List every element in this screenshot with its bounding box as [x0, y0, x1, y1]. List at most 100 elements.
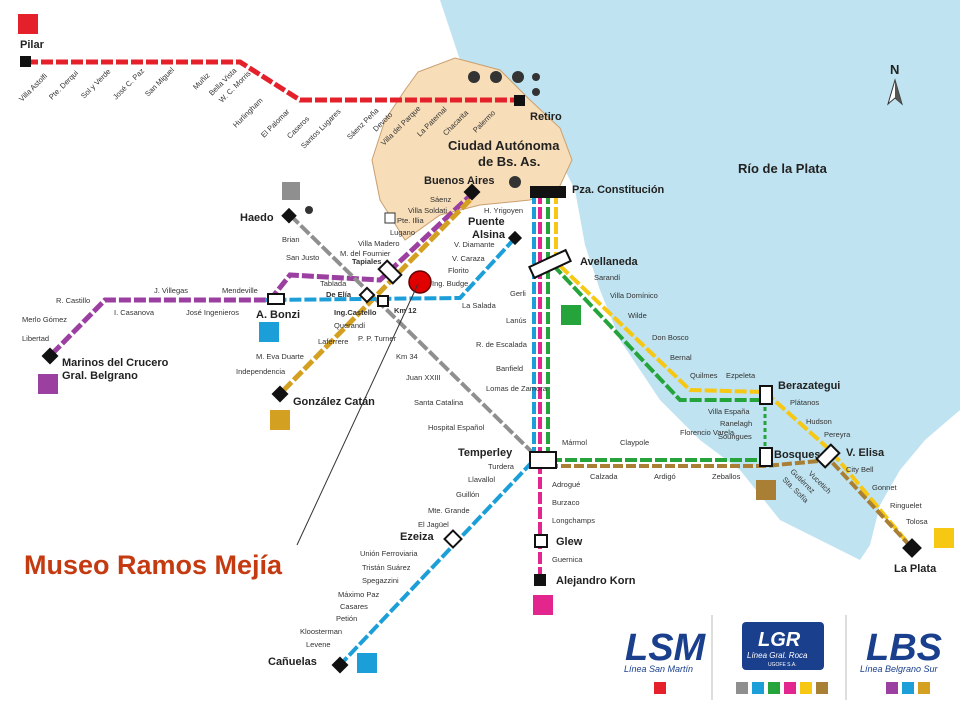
compass-rose	[887, 78, 903, 106]
ezeiza-hub	[443, 529, 463, 549]
station-label: Pereyra	[824, 430, 851, 439]
lgr-color-brown	[816, 682, 828, 694]
la-plata-label: La Plata	[894, 563, 937, 575]
station-label: Gonnet	[872, 483, 898, 492]
station-label: H. Yrigoyen	[484, 206, 523, 215]
station-label: Zeballos	[712, 472, 741, 481]
station-label: San Justo	[286, 253, 319, 262]
city-label-2: de Bs. As.	[478, 154, 540, 169]
station-label: Turdera	[488, 462, 515, 471]
avellaneda-hub	[528, 248, 572, 280]
glew-hub	[534, 534, 548, 548]
haedo-color-square	[282, 182, 300, 200]
station-label: Santos Lugares	[299, 107, 343, 151]
lgr-color-cyan	[752, 682, 764, 694]
station-label: Gerli	[510, 289, 526, 298]
station-label: Plátanos	[790, 398, 819, 407]
station-label: Guernica	[552, 555, 583, 564]
km12-label: Km 12	[394, 306, 417, 315]
station-label: Banfield	[496, 364, 523, 373]
lgr-color-yellow	[800, 682, 812, 694]
river-label: Río de la Plata	[738, 161, 828, 176]
station-label: I. Casanova	[114, 308, 155, 317]
station-label: Wilde	[628, 311, 647, 320]
station-label: Villa Domínico	[610, 291, 658, 300]
catan-terminal	[271, 385, 289, 403]
marinos-color-square	[38, 374, 58, 394]
station-label: Hudson	[806, 417, 832, 426]
constitucion-terminal	[530, 186, 566, 198]
pilar-label: Pilar	[20, 39, 45, 51]
station-label: Burzaco	[552, 498, 580, 507]
museum-annotation: Museo Ramos Mejía	[24, 550, 283, 580]
line-san-martin	[26, 59, 520, 103]
la-plata-color-square	[934, 528, 954, 548]
marinos-label-2: Gral. Belgrano	[62, 370, 138, 382]
temperley-hub	[529, 451, 557, 469]
alejandro-korn-label: Alejandro Korn	[556, 575, 636, 587]
station-label: City Bell	[846, 465, 874, 474]
tapiales-label: Tapiales	[352, 257, 381, 266]
station-label: Pte. Derqui	[47, 68, 80, 101]
station-label: Florito	[448, 266, 469, 275]
pilar-terminal	[20, 56, 31, 67]
station-label: Petión	[336, 614, 357, 623]
station-label: V. Diamante	[454, 240, 495, 249]
constitucion-label: Pza. Constitución	[572, 184, 665, 196]
station-label: La Salada	[462, 301, 497, 310]
lbs-abbr: LBS	[866, 627, 942, 669]
ezeiza-label: Ezeiza	[400, 531, 435, 543]
station-label: Lomas de Zamora	[486, 384, 548, 393]
station-label: Mármol	[562, 438, 587, 447]
station-label: Kloosterman	[300, 627, 342, 636]
de-elia-label: De Elía	[326, 290, 352, 299]
station-label: Levene	[306, 640, 331, 649]
station-label: Ezpeleta	[726, 371, 756, 380]
buenos-aires-label: Buenos Aires	[424, 175, 495, 187]
korn-color-square	[533, 595, 553, 615]
lsm-abbr: LSM	[625, 627, 707, 669]
station-label: Villa Astolfi	[17, 71, 49, 103]
alsina-terminal	[507, 230, 523, 246]
retiro-label: Retiro	[530, 111, 562, 123]
station-label: Florencio Varela	[680, 428, 735, 437]
station-label: Villa Madero	[358, 239, 400, 248]
station-label: Lanús	[506, 316, 527, 325]
lgr-sub: UGOFE S.A.	[768, 662, 797, 668]
station-label: Casares	[340, 602, 368, 611]
station-label: Máximo Paz	[338, 590, 380, 599]
station-label: El Jagüel	[418, 520, 449, 529]
station-label: P. P. Turner	[358, 334, 397, 343]
bosques-label: Bosques	[774, 449, 820, 461]
tapiales-hub	[377, 259, 403, 285]
legend-lsm: LSM Línea San Martín	[624, 627, 707, 694]
station-label: Tristán Suárez	[362, 563, 411, 572]
station-label: Hurlingham	[231, 96, 264, 129]
line-roca-cyan-main	[338, 192, 536, 667]
station-label: José Ingenieros	[186, 308, 239, 317]
station-label: Claypole	[620, 438, 649, 447]
lbs-color-cyan	[902, 682, 914, 694]
haedo-terminal	[281, 207, 297, 224]
compass-north-label: N	[890, 62, 899, 77]
lgr-color-gray	[736, 682, 748, 694]
station-label: Brian	[282, 235, 300, 244]
lbs-name: Línea Belgrano Sur	[860, 664, 939, 674]
station-label: Independencia	[236, 367, 286, 376]
station-label: Sourigues	[718, 432, 752, 441]
station-label: M. del Fournier	[340, 249, 391, 258]
berazategui-hub	[759, 385, 773, 405]
station-label: Don Bosco	[652, 333, 689, 342]
line-belgrano-sur-main	[48, 190, 476, 358]
lgr-color-green	[768, 682, 780, 694]
line-roca-yellow	[554, 192, 914, 550]
buenos-aires-terminal	[463, 183, 481, 201]
station-label: Sol y Verde	[79, 67, 112, 100]
v-elisa-hub	[815, 443, 841, 469]
ing-castello-label: Ing.Castello	[334, 308, 377, 317]
river-water	[440, 0, 960, 560]
station-label: Hospital Español	[428, 423, 485, 432]
korn-terminal	[534, 574, 546, 586]
station-label: Pte. Illia	[397, 216, 425, 225]
